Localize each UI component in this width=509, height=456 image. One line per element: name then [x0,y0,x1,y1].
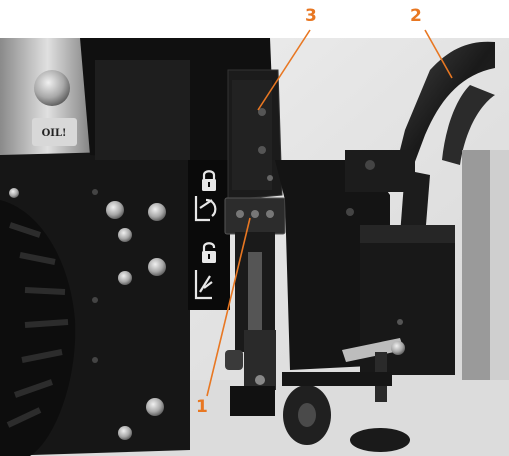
top-white-band [0,0,509,38]
tire-tread [6,222,69,428]
brush-edge [490,150,509,380]
handle-tube-right [442,85,495,165]
callout-3: 3 [305,6,317,26]
handle-tube [395,41,495,175]
callout-3-leader [257,29,311,111]
oil-plate [32,118,77,146]
mount-plate [345,150,415,192]
oil-cap [34,70,70,106]
lever-unlock-icon [194,270,213,300]
chassis-upper-panel [95,60,190,160]
callout-1: 1 [196,397,208,417]
engine-label: OIL! [42,128,67,139]
padlock-closed-icon [202,170,216,191]
callout-2: 2 [410,6,422,26]
callout-1-leader [206,217,251,397]
callout-2-leader [424,29,453,79]
padlock-open-icon [202,242,216,263]
caster-base [350,428,410,452]
lever-lock-icon [194,196,217,222]
lever [224,197,286,416]
chassis-bolts [9,188,166,440]
